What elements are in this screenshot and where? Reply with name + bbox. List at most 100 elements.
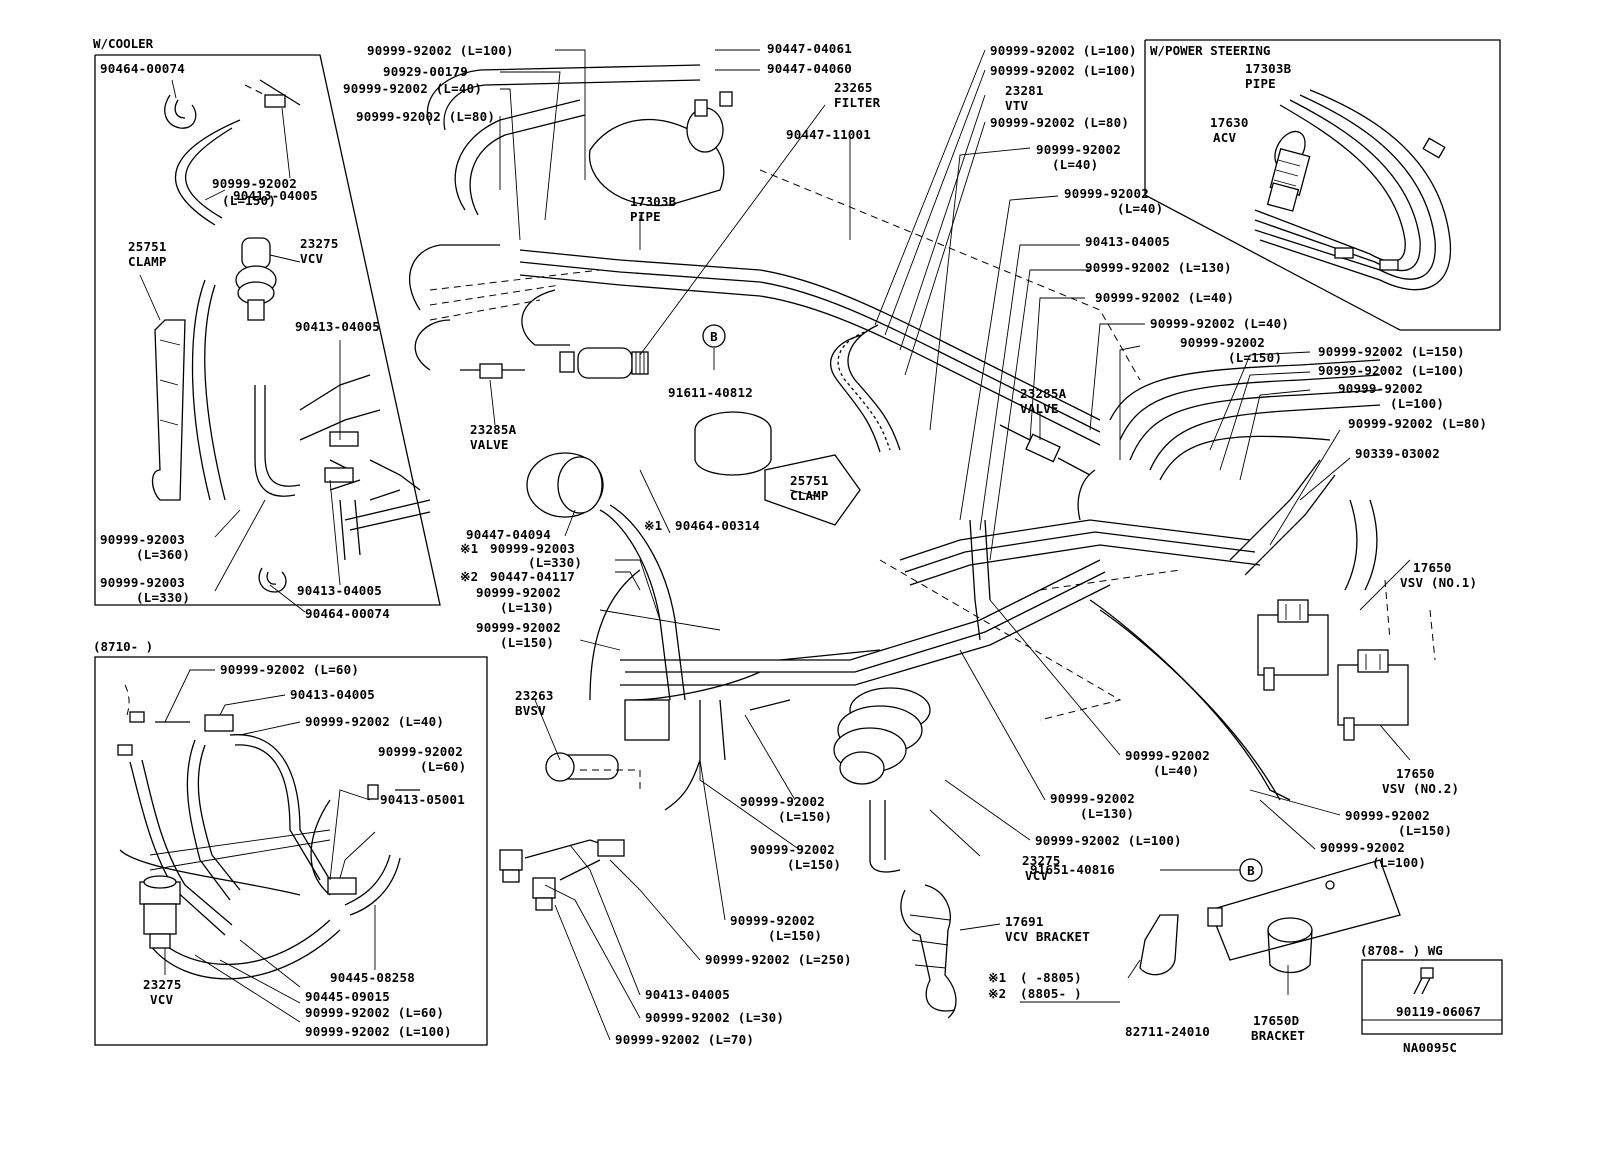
label-t7: 23265 (834, 80, 873, 95)
cooler-union-icon (264, 94, 286, 108)
label-d1: 90999-92002 (L=60) (220, 662, 359, 677)
label-m8b: BVSV (515, 703, 546, 718)
bolt-icon (1413, 967, 1434, 995)
inset-wg-title: (8708- ) WG (1360, 943, 1443, 958)
label-c1: 90464-00074 (100, 61, 185, 76)
label-d6: 90445-08258 (330, 970, 415, 985)
label-r13: 90999-92002 (L=100) (1318, 363, 1465, 378)
label-t5: 90447-04061 (767, 41, 852, 56)
label-c7b: (L=360) (136, 547, 190, 562)
label-m15: 90999-92002 (L=70) (615, 1032, 754, 1047)
inset-power-steering-title: W/POWER STEERING (1150, 43, 1270, 58)
label-r10: 90999-92002 (L=40) (1150, 316, 1289, 331)
acv-icon (1266, 130, 1311, 212)
label-m5m: ※2 (460, 569, 478, 584)
cooler-union3-icon (324, 467, 354, 483)
label-m20b: (L=150) (1398, 823, 1452, 838)
ref-b-bottom-icon: B (1239, 858, 1263, 882)
label-m1: 25751 (790, 473, 829, 488)
label-d10: 23275 (143, 977, 182, 992)
label-c7: 90999-92003 (100, 532, 185, 547)
label-t1: 90999-92002 (L=100) (367, 43, 514, 58)
label-m24: 82711-24010 (1125, 1024, 1210, 1039)
inset-wg: (8708- ) WG 90119-06067 (1360, 943, 1503, 1035)
right-valve-icon (999, 424, 1091, 476)
label-m7b: (L=150) (500, 635, 554, 650)
vsv-no1-icon (1257, 599, 1329, 691)
label-c4b: CLAMP (128, 254, 167, 269)
svg-text:B: B (710, 329, 718, 344)
label-m23: 17691 (1005, 914, 1044, 929)
left-dome-icon (526, 452, 604, 518)
label-m10: 90999-92002 (750, 842, 835, 857)
label-c8b: (L=330) (136, 590, 190, 605)
label-r19b: VALVE (1020, 401, 1059, 416)
leader-lines (139, 49, 1411, 1041)
label-m21: 90999-92002 (1320, 840, 1405, 855)
clip-icon (1139, 914, 1179, 976)
label-m20: 90999-92002 (1345, 808, 1430, 823)
label-c5b: VCV (300, 251, 323, 266)
bvsv-icon (545, 699, 670, 790)
label-r19: 23285A (1020, 386, 1067, 401)
label-ps2: 17630 (1210, 115, 1249, 130)
label-t4: 90999-92002 (L=80) (356, 109, 495, 124)
label-r4: 90999-92002 (L=80) (990, 115, 1129, 130)
valve-icon (559, 347, 649, 379)
label-m2: 90464-00314 (675, 518, 760, 533)
label-r3b: VTV (1005, 98, 1028, 113)
label-ps1b: PIPE (1245, 76, 1276, 91)
inset-power-steering: W/POWER STEERING (1144, 39, 1501, 331)
label-m19: 23275 (1022, 853, 1061, 868)
label-r5: 90999-92002 (1036, 142, 1121, 157)
coiled-hose-icon (830, 324, 901, 453)
label-r14: 90999-92002 (1338, 381, 1423, 396)
label-r8: 90999-92002 (L=130) (1085, 260, 1232, 275)
label-d9: 90999-92002 (L=100) (305, 1024, 452, 1039)
label-m21b: (L=100) (1372, 855, 1426, 870)
label-t6: 90447-04060 (767, 61, 852, 76)
bottom-valves-icon (499, 839, 625, 911)
filter-icon (588, 91, 733, 207)
label-m9: 90999-92002 (740, 794, 825, 809)
label-m3: 90447-04094 (466, 527, 551, 542)
label-d3: 90999-92002 (L=40) (305, 714, 444, 729)
label-m16: 90999-92002 (1125, 748, 1210, 763)
label-r7: 90413-04005 (1085, 234, 1170, 249)
cooler-hoses (174, 79, 431, 561)
label-t11b: VALVE (470, 437, 509, 452)
inset-cooler: W/COOLER (93, 36, 441, 606)
center-hoses (589, 469, 1291, 811)
label-r16: 90339-03002 (1355, 446, 1440, 461)
drawing-code: NA0095C (1403, 1040, 1457, 1055)
inset-8710-title: (8710- ) (93, 639, 153, 654)
label-m16b: (L=40) (1153, 763, 1199, 778)
label-r18b: VSV (NO.2) (1382, 781, 1459, 796)
inset-8710-union-icon (204, 714, 234, 732)
label-t8: 90447-11001 (786, 127, 871, 142)
note-1-mark: ※1 (988, 970, 1006, 985)
label-t3: 90999-92002 (L=40) (343, 81, 482, 96)
label-ps1: 17303B (1245, 61, 1292, 76)
label-m7: 90999-92002 (476, 620, 561, 635)
label-r1: 90999-92002 (L=100) (990, 43, 1137, 58)
label-d5: 90413-05001 (380, 792, 465, 807)
label-t11: 23285A (470, 422, 517, 437)
center-clamp-icon (764, 454, 861, 526)
label-c8: 90999-92003 (100, 575, 185, 590)
inset-8710-vcv-icon (139, 875, 181, 949)
label-r5b: (L=40) (1052, 157, 1098, 172)
cooler-union2-icon (329, 431, 359, 447)
label-d10b: VCV (150, 992, 173, 1007)
inset-cooler-title: W/COOLER (93, 36, 154, 51)
note-2-mark: ※2 (988, 986, 1006, 1001)
label-t10: 91611-40812 (668, 385, 753, 400)
label-r18: 17650 (1396, 766, 1435, 781)
label-m1b: CLAMP (790, 488, 829, 503)
label-r15: 90999-92002 (L=80) (1348, 416, 1487, 431)
main-hose-bundle (409, 64, 1101, 446)
label-m25: 17650D (1253, 1013, 1299, 1028)
label-r9: 90999-92002 (L=40) (1095, 290, 1234, 305)
label-c2: 90413-04005 (233, 188, 318, 203)
inset-8710-union2-icon (327, 877, 357, 895)
